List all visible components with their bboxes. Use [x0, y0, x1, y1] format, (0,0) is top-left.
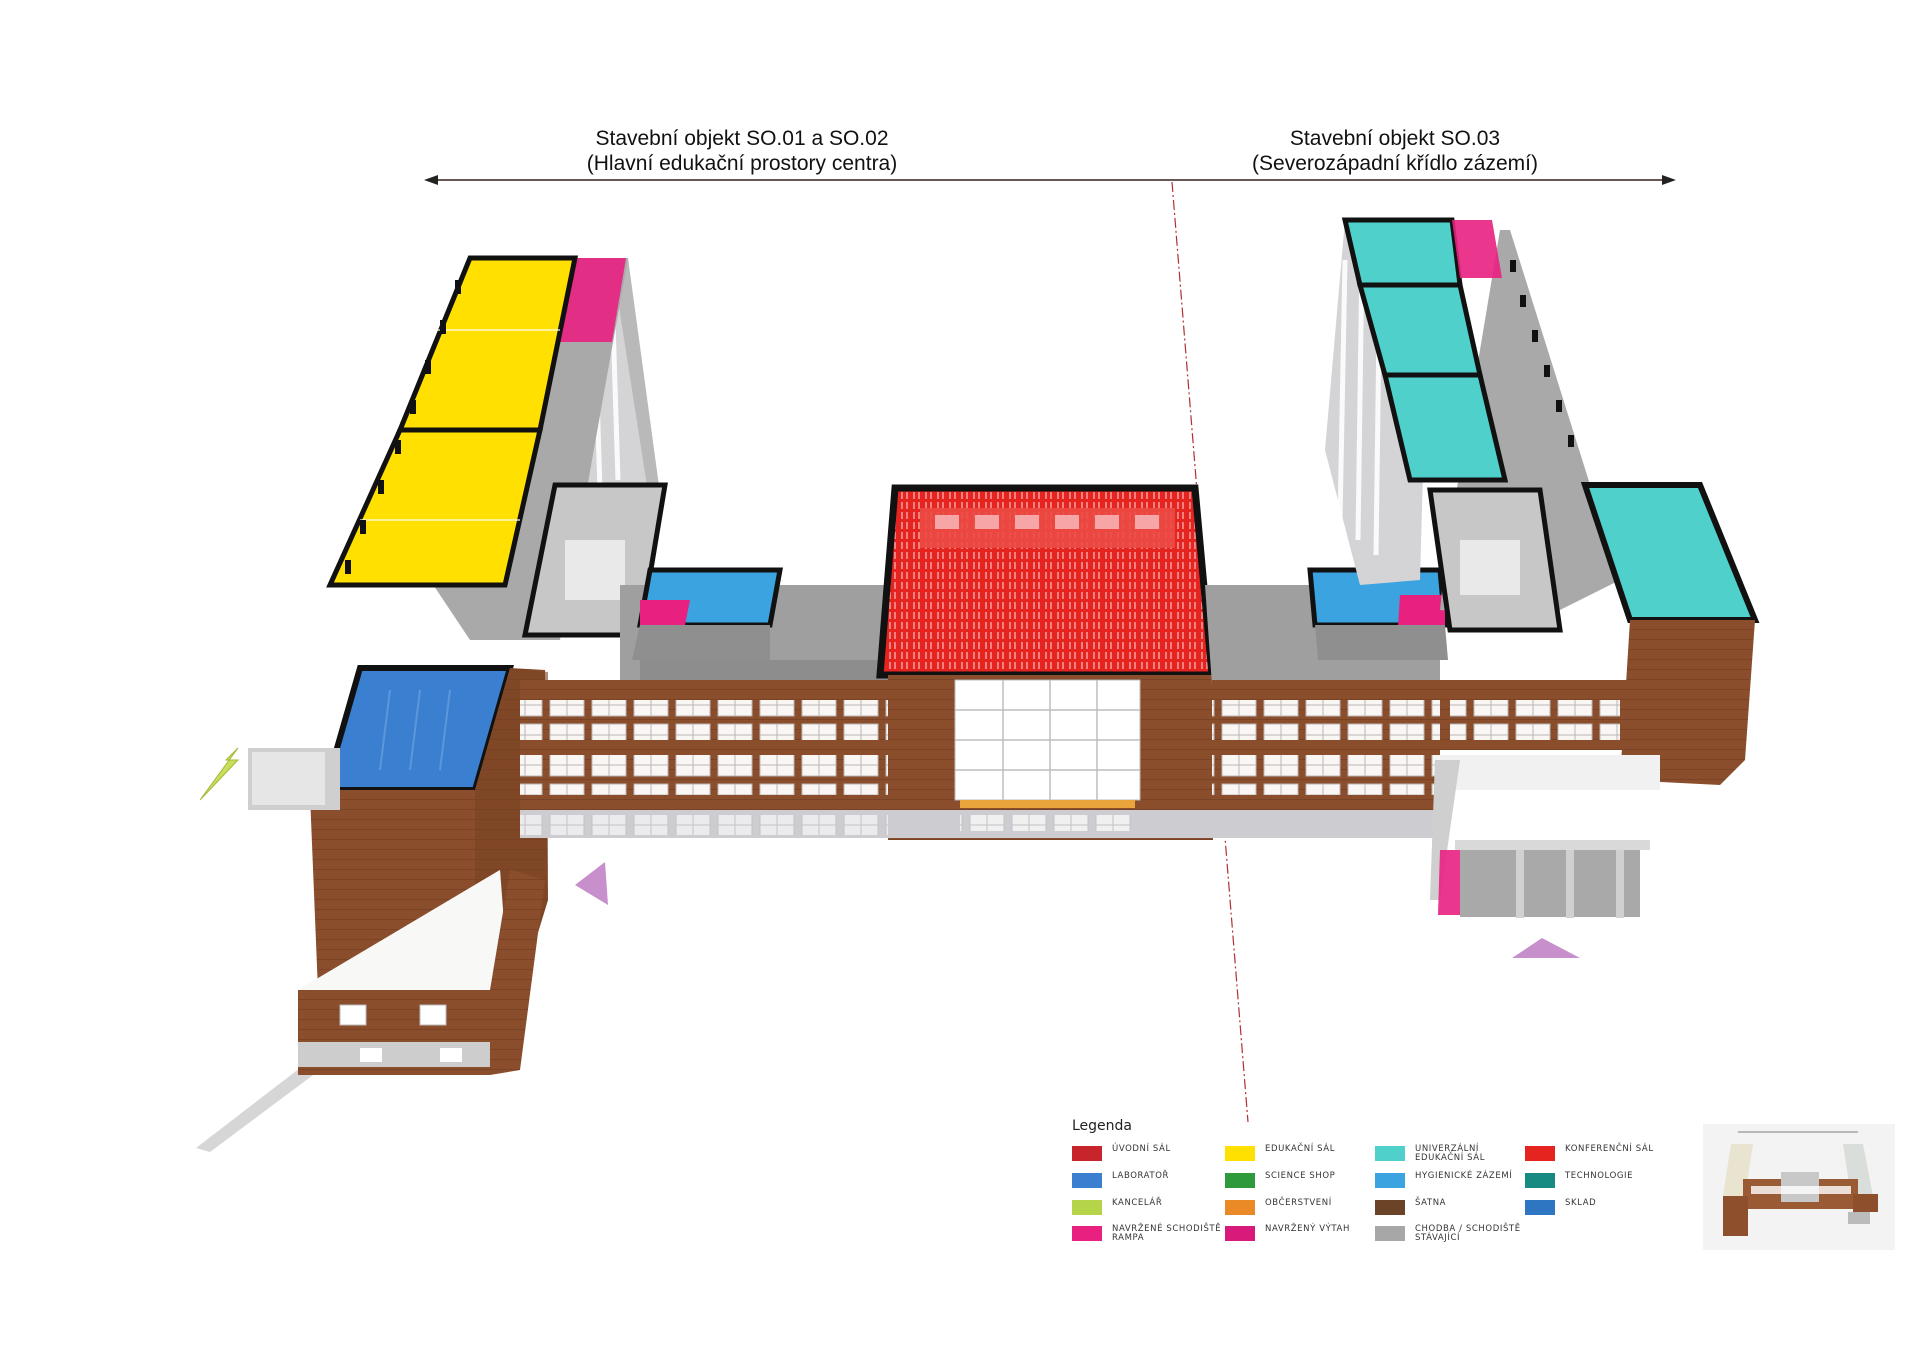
- univerzalni-sal-1: [1341, 217, 1463, 288]
- legend-item: LABORATOŘ: [1072, 1171, 1222, 1193]
- legend-label: EDUKAČNÍ SÁL: [1265, 1144, 1336, 1154]
- legend-label: OBČERSTVENÍ: [1265, 1198, 1332, 1208]
- legend-label: SKLAD: [1565, 1198, 1597, 1208]
- legend-swatch: [1525, 1146, 1555, 1161]
- stair-rampa-north: [560, 258, 626, 342]
- legend-title: Legenda: [1072, 1118, 1133, 1134]
- legend-label: ŠATNA: [1415, 1198, 1447, 1208]
- legend-swatch: [1525, 1173, 1555, 1188]
- legend-item: NAVRŽENÝ VÝTAH: [1225, 1224, 1375, 1246]
- label-so01-so02-line2: (Hlavní edukační prostory centra): [586, 152, 898, 175]
- overview-thumbnail: [1703, 1124, 1895, 1250]
- stair-rampa-right: [1452, 220, 1502, 278]
- dimension-arrow: [424, 175, 1676, 185]
- label-so01-so02: Stavební objekt SO.01 a SO.02 (Hlavní ed…: [502, 126, 982, 176]
- legend-item: TECHNOLOGIE: [1525, 1171, 1675, 1193]
- legend-item: EDUKAČNÍ SÁL: [1225, 1144, 1375, 1166]
- legend-swatch: [1375, 1226, 1405, 1241]
- legend-item: KONFERENČNÍ SÁL: [1525, 1144, 1675, 1166]
- legend-label: NAVRŽENÉ SCHODIŠTĚ RAMPA: [1112, 1224, 1222, 1243]
- legend-item: ŠATNA: [1375, 1198, 1525, 1220]
- legend-swatch: [1072, 1146, 1102, 1161]
- legend-item: CHODBA / SCHODIŠTĚ STÁVAJÍCÍ: [1375, 1224, 1525, 1246]
- legend-swatch: [1225, 1146, 1255, 1161]
- legend-item: KANCELÁŘ: [1072, 1198, 1222, 1220]
- legend-swatch: [1375, 1200, 1405, 1215]
- univerzalni-sal-4: [1580, 482, 1760, 623]
- label-so01-so02-line1: Stavební objekt SO.01 a SO.02: [595, 127, 889, 150]
- left-wing: [248, 255, 668, 1075]
- legend-label: UNIVERZÁLNÍ EDUKAČNÍ SÁL: [1415, 1144, 1486, 1163]
- stair-left-small: [640, 600, 690, 625]
- central-block: [520, 484, 1448, 840]
- legend-item: SKLAD: [1525, 1198, 1675, 1220]
- legend-swatch: [1225, 1173, 1255, 1188]
- right-wing: [1325, 217, 1760, 918]
- legend-label: ÚVODNÍ SÁL: [1112, 1144, 1171, 1154]
- legend-label: KANCELÁŘ: [1112, 1198, 1163, 1208]
- label-so03-line1: Stavební objekt SO.03: [1289, 127, 1501, 150]
- legend-label: CHODBA / SCHODIŠTĚ STÁVAJÍCÍ: [1415, 1224, 1521, 1243]
- legend-swatch: [1072, 1226, 1102, 1241]
- legend: Legenda ÚVODNÍ SÁL LABORATOŘ KANCELÁŘ NAVRŽ…: [1070, 1118, 1690, 1248]
- legend-swatch: [1072, 1173, 1102, 1188]
- legend-item: UNIVERZÁLNÍ EDUKAČNÍ SÁL: [1375, 1144, 1525, 1166]
- legend-label: NAVRŽENÝ VÝTAH: [1265, 1224, 1350, 1234]
- entry-arrow-right: [1512, 938, 1580, 958]
- legend-label: SCIENCE SHOP: [1265, 1171, 1336, 1181]
- entry-arrow-main: [575, 862, 608, 905]
- label-so03: Stavební objekt SO.03 (Severozápadní kří…: [1155, 126, 1635, 176]
- legend-label: LABORATOŘ: [1112, 1171, 1170, 1181]
- edukacni-sal-2: [326, 427, 544, 588]
- legend-swatch: [1225, 1226, 1255, 1241]
- legend-swatch: [1375, 1146, 1405, 1161]
- legend-label: KONFERENČNÍ SÁL: [1565, 1144, 1654, 1154]
- legend-item: ÚVODNÍ SÁL: [1072, 1144, 1222, 1166]
- legend-item: NAVRŽENÉ SCHODIŠTĚ RAMPA: [1072, 1224, 1222, 1246]
- legend-swatch: [1225, 1200, 1255, 1215]
- legend-swatch: [1525, 1200, 1555, 1215]
- legend-item: OBČERSTVENÍ: [1225, 1198, 1375, 1220]
- legend-item: SCIENCE SHOP: [1225, 1171, 1375, 1193]
- univerzalni-sal-3: [1381, 372, 1509, 483]
- stair-right-small: [1398, 595, 1445, 625]
- legend-label: TECHNOLOGIE: [1565, 1171, 1634, 1181]
- legend-item: HYGIENICKÉ ZÁZEMÍ: [1375, 1171, 1525, 1193]
- label-so03-line2: (Severozápadní křídlo zázemí): [1252, 152, 1538, 175]
- legend-swatch: [1375, 1173, 1405, 1188]
- legend-label: HYGIENICKÉ ZÁZEMÍ: [1415, 1171, 1513, 1181]
- legend-swatch: [1072, 1200, 1102, 1215]
- entry-arrow-kancelar: [199, 747, 240, 801]
